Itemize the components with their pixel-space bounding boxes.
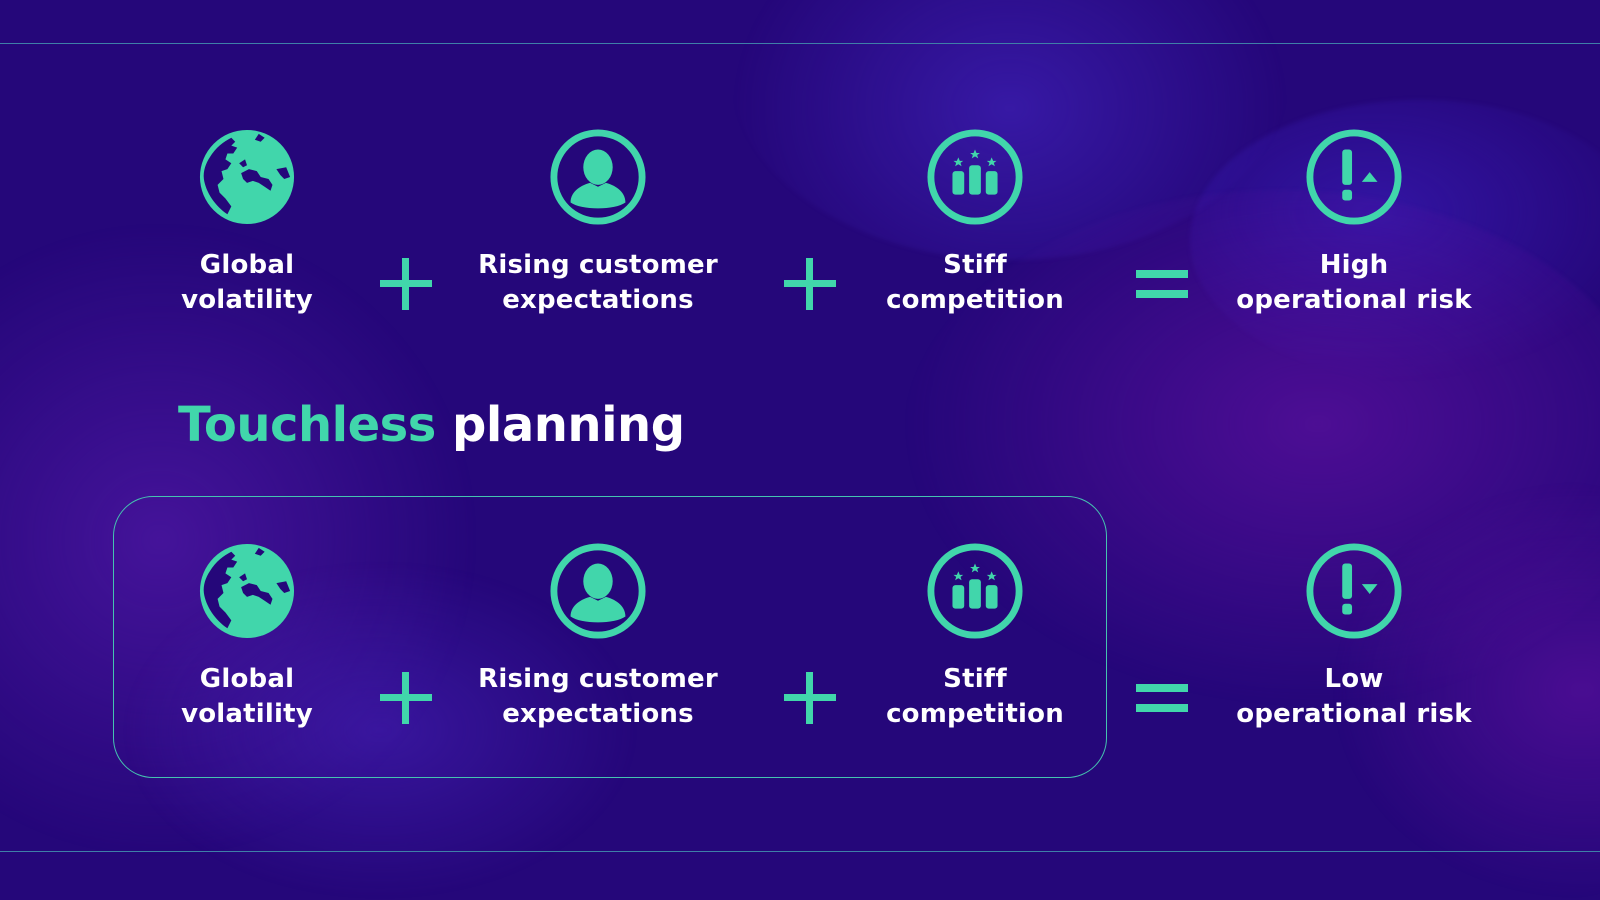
label-line1: Stiff bbox=[943, 664, 1007, 694]
label-line1: Stiff bbox=[943, 250, 1007, 280]
plus-operator bbox=[376, 668, 436, 728]
result-label: High operational risk bbox=[1204, 248, 1504, 318]
equals-operator bbox=[1132, 254, 1192, 314]
label-line2: volatility bbox=[181, 285, 313, 315]
term-label: Stiff competition bbox=[825, 248, 1125, 318]
label-line2: competition bbox=[886, 699, 1064, 729]
term-rising-customer-expectations: Rising customer expectations bbox=[448, 542, 748, 732]
label-line2: operational risk bbox=[1236, 699, 1472, 729]
term-label: Global volatility bbox=[97, 662, 397, 732]
top-divider bbox=[0, 43, 1600, 44]
term-stiff-competition: Stiff competition bbox=[825, 128, 1125, 318]
equals-icon bbox=[1132, 254, 1192, 314]
label-line1: Rising customer bbox=[478, 250, 718, 280]
label-line2: competition bbox=[886, 285, 1064, 315]
globe-icon bbox=[198, 542, 296, 640]
risk-up-icon bbox=[1305, 128, 1403, 226]
risk-down-icon bbox=[1305, 542, 1403, 640]
label-line1: Rising customer bbox=[478, 664, 718, 694]
label-line2: expectations bbox=[502, 699, 694, 729]
person-icon bbox=[549, 542, 647, 640]
term-global-volatility: Global volatility bbox=[97, 128, 397, 318]
label-line2: volatility bbox=[181, 699, 313, 729]
term-stiff-competition: Stiff competition bbox=[825, 542, 1125, 732]
bottom-divider bbox=[0, 851, 1600, 852]
heading-accent: Touchless bbox=[178, 397, 436, 453]
term-label: Rising customer expectations bbox=[448, 662, 748, 732]
label-line1: Global bbox=[199, 250, 295, 280]
equals-icon bbox=[1132, 668, 1192, 728]
plus-operator bbox=[376, 254, 436, 314]
result-high-operational-risk: High operational risk bbox=[1204, 128, 1504, 318]
competition-podium-icon bbox=[926, 128, 1024, 226]
competition-podium-icon bbox=[926, 542, 1024, 640]
term-global-volatility: Global volatility bbox=[97, 542, 397, 732]
label-line1: High bbox=[1319, 250, 1389, 280]
term-rising-customer-expectations: Rising customer expectations bbox=[448, 128, 748, 318]
term-label: Global volatility bbox=[97, 248, 397, 318]
label-line1: Low bbox=[1324, 664, 1384, 694]
plus-icon bbox=[376, 254, 436, 314]
touchless-inputs-frame bbox=[113, 496, 1107, 778]
person-icon bbox=[549, 128, 647, 226]
result-low-operational-risk: Low operational risk bbox=[1204, 542, 1504, 732]
result-label: Low operational risk bbox=[1204, 662, 1504, 732]
globe-icon bbox=[198, 128, 296, 226]
plus-icon bbox=[376, 668, 436, 728]
label-line2: operational risk bbox=[1236, 285, 1472, 315]
term-label: Stiff competition bbox=[825, 662, 1125, 732]
equals-operator bbox=[1132, 668, 1192, 728]
heading-plain: planning bbox=[452, 397, 685, 453]
label-line1: Global bbox=[199, 664, 295, 694]
label-line2: expectations bbox=[502, 285, 694, 315]
section-heading: Touchless planning bbox=[178, 395, 685, 455]
term-label: Rising customer expectations bbox=[448, 248, 748, 318]
